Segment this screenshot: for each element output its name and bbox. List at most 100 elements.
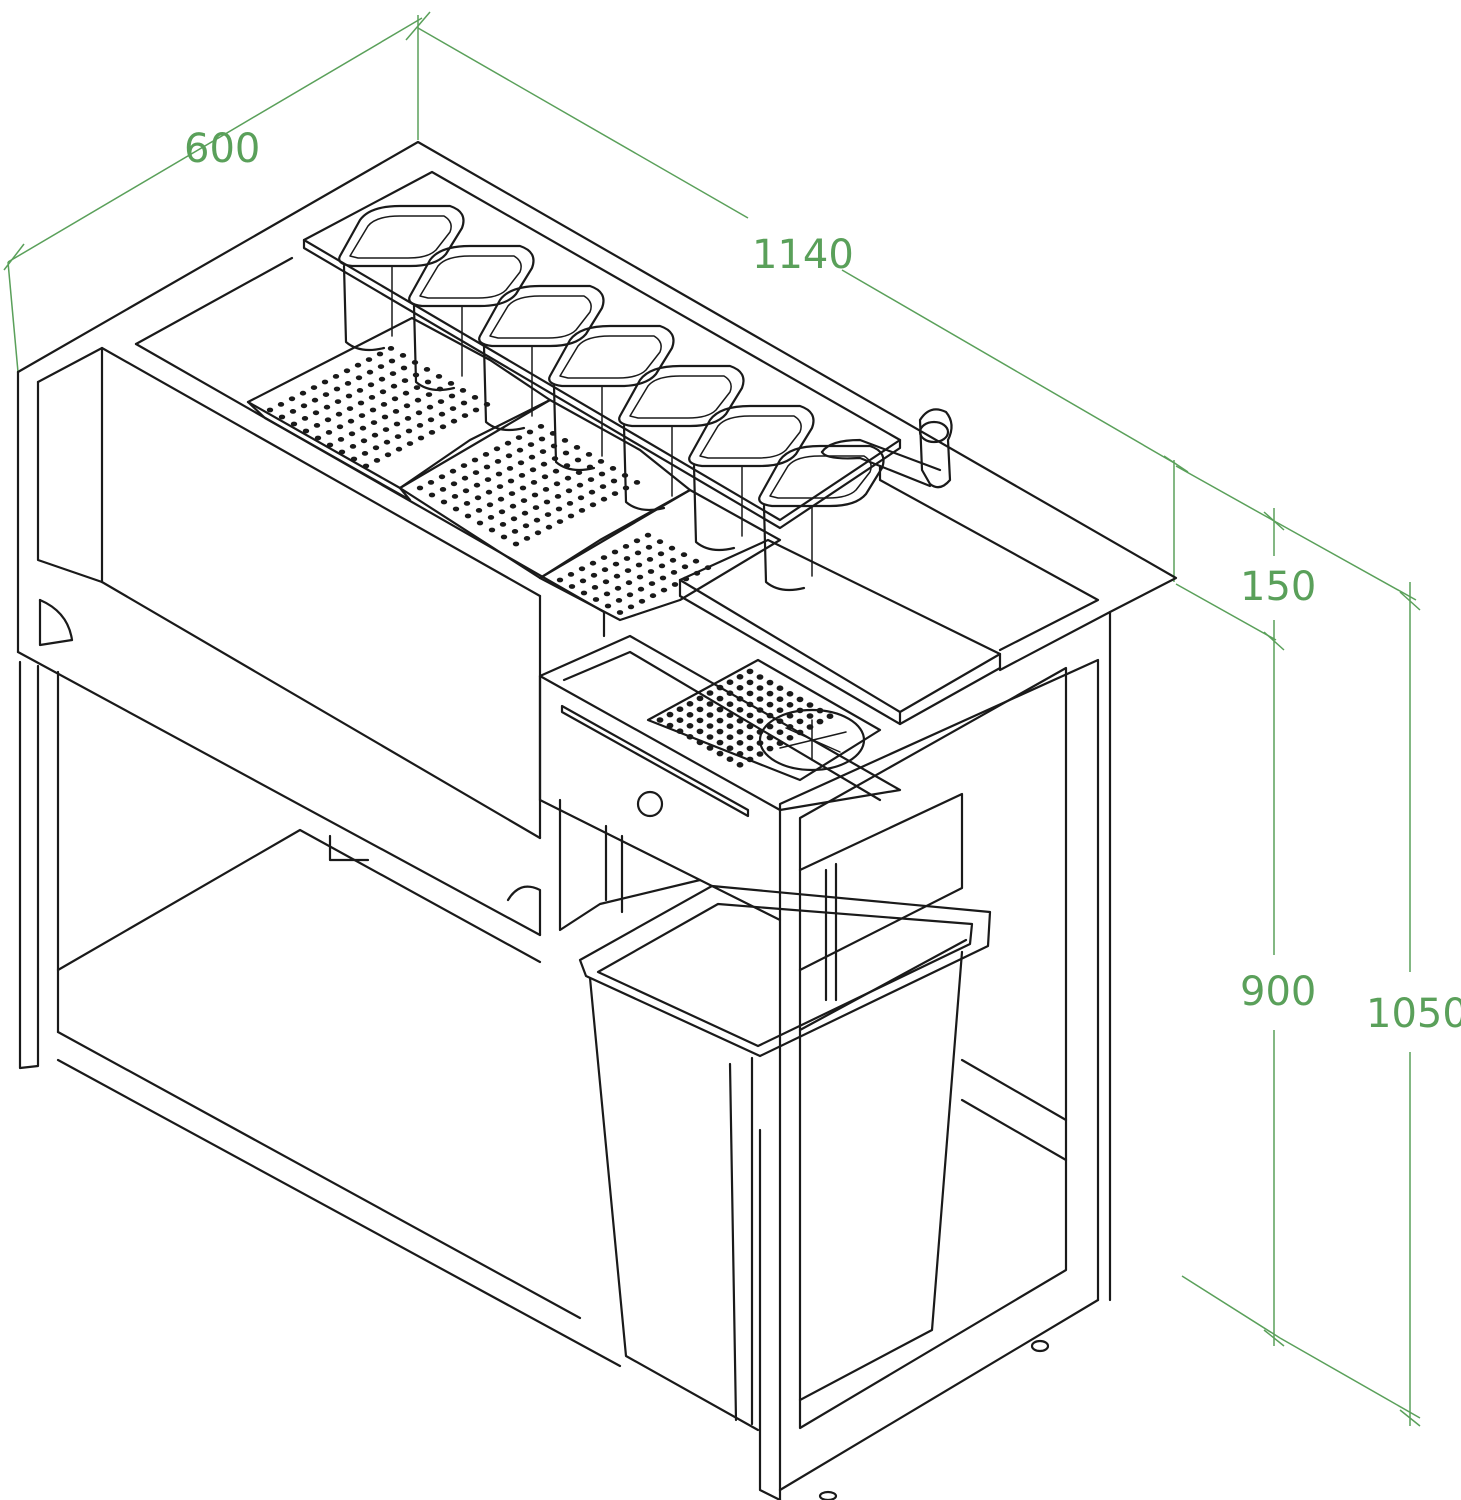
hole bbox=[413, 385, 421, 390]
hole bbox=[528, 454, 536, 460]
hole bbox=[597, 459, 605, 464]
hole bbox=[538, 436, 546, 442]
hole bbox=[612, 561, 620, 567]
hole bbox=[484, 477, 492, 482]
hole bbox=[545, 524, 553, 530]
hole bbox=[716, 750, 724, 757]
hole bbox=[379, 389, 387, 395]
hole bbox=[350, 456, 358, 462]
hole bbox=[365, 357, 373, 362]
hole bbox=[635, 562, 643, 568]
hole bbox=[530, 480, 538, 485]
hole bbox=[325, 430, 333, 435]
hole bbox=[590, 572, 598, 578]
hole bbox=[746, 745, 754, 752]
hole bbox=[766, 723, 774, 730]
hole bbox=[716, 684, 724, 691]
hole bbox=[736, 740, 744, 746]
hole bbox=[447, 381, 455, 386]
hole bbox=[587, 477, 595, 482]
hole bbox=[786, 691, 794, 697]
hole bbox=[449, 406, 457, 411]
hole bbox=[736, 696, 744, 702]
hole bbox=[335, 411, 343, 417]
hole bbox=[360, 438, 368, 444]
hole bbox=[614, 585, 622, 591]
drain-grate-holes bbox=[656, 668, 834, 768]
hole bbox=[686, 723, 694, 729]
hole bbox=[401, 378, 409, 383]
hole bbox=[574, 457, 582, 463]
hole bbox=[589, 502, 597, 508]
hole bbox=[756, 674, 764, 680]
hole bbox=[647, 569, 655, 574]
hole bbox=[439, 487, 447, 492]
hole bbox=[696, 717, 704, 724]
front-panel bbox=[36, 346, 542, 840]
hole bbox=[625, 580, 633, 586]
hole bbox=[415, 410, 423, 416]
hole bbox=[366, 369, 374, 375]
hole bbox=[676, 728, 684, 734]
hole bbox=[428, 430, 436, 435]
hole bbox=[387, 346, 395, 351]
hole bbox=[604, 603, 612, 609]
hole bbox=[623, 556, 631, 561]
hole bbox=[302, 428, 310, 434]
hole bbox=[326, 442, 334, 448]
hole bbox=[381, 414, 389, 420]
hole bbox=[311, 397, 319, 403]
total-height-label: 1050 bbox=[1366, 991, 1461, 1037]
hole bbox=[686, 712, 694, 718]
hole bbox=[602, 579, 610, 585]
hole bbox=[388, 358, 396, 364]
hole bbox=[347, 418, 355, 424]
hole bbox=[644, 532, 652, 538]
hole bbox=[332, 374, 340, 379]
hole bbox=[696, 728, 704, 735]
hole bbox=[509, 503, 517, 509]
hole bbox=[507, 478, 515, 484]
hole bbox=[555, 506, 563, 512]
hole bbox=[527, 442, 535, 447]
hole bbox=[438, 411, 446, 417]
hole bbox=[646, 557, 654, 562]
hole bbox=[472, 407, 480, 413]
hole bbox=[736, 729, 744, 735]
hole bbox=[278, 414, 286, 420]
hole bbox=[776, 729, 784, 735]
hole bbox=[358, 413, 366, 418]
hole bbox=[380, 402, 388, 407]
hole bbox=[368, 395, 376, 400]
container bbox=[758, 444, 885, 592]
hole bbox=[452, 506, 460, 512]
hole bbox=[473, 482, 481, 488]
hole bbox=[367, 382, 375, 388]
hole bbox=[373, 458, 381, 463]
hole bbox=[510, 516, 518, 522]
hole bbox=[522, 523, 530, 529]
hole bbox=[726, 756, 734, 762]
hole bbox=[404, 416, 412, 421]
hole bbox=[543, 499, 551, 505]
hole bbox=[500, 534, 508, 540]
hole bbox=[610, 478, 618, 484]
hole bbox=[816, 718, 824, 725]
hole bbox=[601, 567, 609, 573]
hole bbox=[626, 592, 634, 598]
hole bbox=[439, 424, 447, 430]
hole bbox=[400, 365, 408, 371]
hole bbox=[392, 409, 400, 414]
hole bbox=[496, 484, 504, 489]
hole bbox=[766, 734, 774, 741]
hole bbox=[505, 453, 513, 459]
hole bbox=[497, 496, 505, 502]
hole bbox=[343, 368, 351, 374]
hole bbox=[376, 351, 384, 357]
hole bbox=[786, 724, 794, 730]
hole bbox=[578, 566, 586, 572]
hole bbox=[611, 549, 619, 555]
hole bbox=[564, 475, 572, 481]
hole bbox=[656, 717, 664, 723]
hole bbox=[394, 434, 402, 439]
